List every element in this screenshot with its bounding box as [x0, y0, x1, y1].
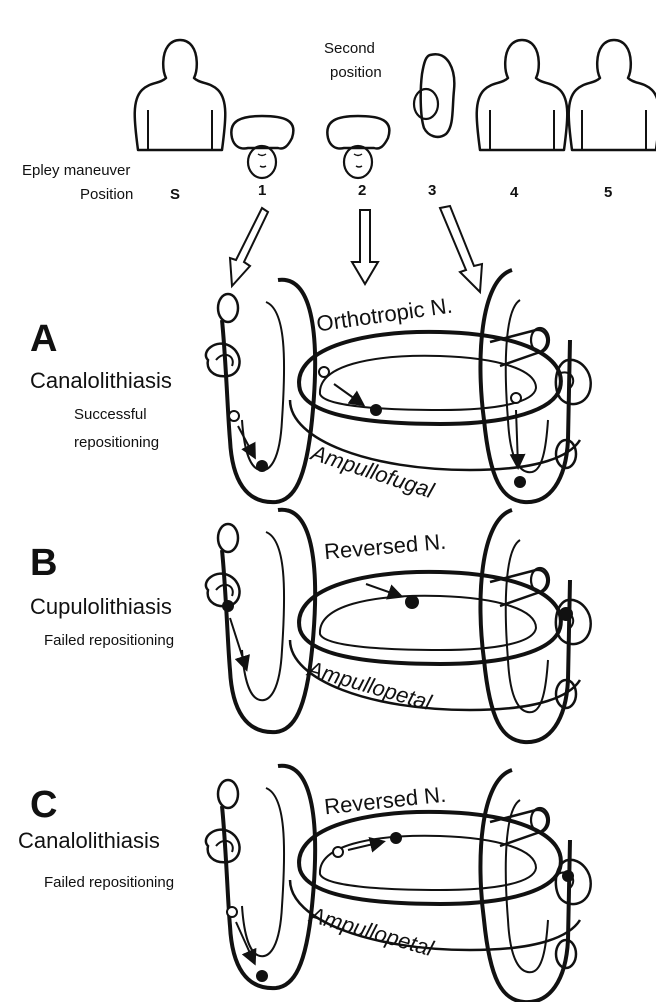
position-number-s: S — [170, 186, 180, 203]
row-a-right-debris-start — [511, 393, 521, 403]
row-c-debris-end — [256, 970, 268, 982]
figure-position-4 — [477, 40, 568, 150]
row-a-right-debris-end — [514, 476, 526, 488]
hollow-arrow-1 — [230, 208, 268, 286]
row-b-outcome: Failed repositioning — [44, 630, 174, 652]
figure-position-1 — [231, 116, 293, 178]
figure-position-3 — [414, 54, 454, 137]
row-b-mid-debris — [405, 595, 419, 609]
row-a-outcome-line2: repositioning — [74, 432, 159, 454]
row-c-mid-debris-end — [390, 832, 402, 844]
figure-position-s — [135, 40, 226, 150]
row-b-debris-cupula — [222, 600, 234, 612]
row-c-right-debris — [562, 870, 574, 882]
row-a-mid-debris-end — [370, 404, 382, 416]
row-a-diagnosis: Canalolithiasis — [30, 368, 172, 394]
row-c-debris-start — [227, 907, 237, 917]
row-a-letter: A — [30, 318, 57, 361]
row-a-debris-start — [229, 411, 239, 421]
position-number-2: 2 — [358, 182, 366, 199]
row-b-diagnosis: Cupulolithiasis — [30, 594, 172, 620]
row-c-mid-debris-start — [333, 847, 343, 857]
row-c-left-canal — [206, 766, 315, 988]
row-a-debris-end — [256, 460, 268, 472]
figure-position-2 — [327, 116, 389, 178]
row-c-outcome: Failed repositioning — [44, 872, 174, 894]
hollow-arrow-3 — [440, 206, 482, 292]
position-label: Position — [80, 186, 133, 203]
row-b-letter: B — [30, 542, 57, 585]
position-number-3: 3 — [428, 182, 436, 199]
maneuver-label: Epley maneuver — [22, 162, 130, 179]
position-number-5: 5 — [604, 184, 612, 201]
second-position-label-line1: Second — [324, 40, 375, 57]
second-position-label-line2: position — [330, 64, 382, 81]
position-number-1: 1 — [258, 182, 266, 199]
figure-position-5 — [569, 40, 656, 150]
row-a-outcome-line1: Successful — [74, 404, 147, 426]
position-number-4: 4 — [510, 184, 518, 201]
row-c-diagnosis: Canalolithiasis — [18, 828, 160, 854]
row-b-right-debris — [559, 607, 573, 621]
row-c-letter: C — [30, 784, 57, 827]
row-a-mid-debris-start — [319, 367, 329, 377]
hollow-arrow-2 — [352, 210, 378, 284]
